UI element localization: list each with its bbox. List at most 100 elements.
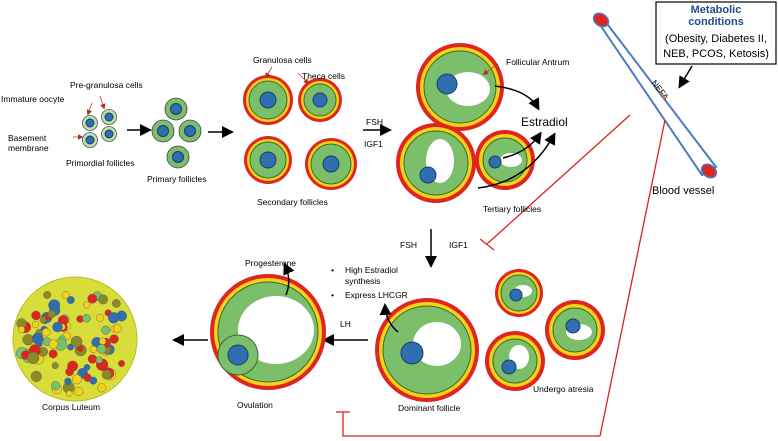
luteal-cell bbox=[52, 321, 63, 333]
granulosa-cells-label: Granulosa cells bbox=[253, 55, 312, 65]
luteal-cell bbox=[31, 332, 44, 345]
high-estradiol-label-2: synthesis bbox=[345, 276, 380, 286]
luteal-cell bbox=[89, 345, 98, 354]
luteal-cell bbox=[97, 383, 107, 393]
luteal-cell bbox=[95, 356, 103, 364]
luteal-cell bbox=[43, 290, 51, 299]
primary-follicles-label: Primary follicles bbox=[147, 174, 207, 184]
corpus-luteum bbox=[12, 276, 138, 402]
released-oocyte bbox=[217, 334, 259, 376]
corpus-luteum-cells bbox=[15, 290, 128, 397]
ovulation-label: Ovulation bbox=[237, 400, 273, 410]
progesterone-arrow bbox=[283, 262, 295, 296]
luteal-cell bbox=[87, 293, 98, 304]
luteal-cell bbox=[30, 370, 42, 382]
luteal-cell bbox=[64, 377, 72, 385]
corpus-luteum-label: Corpus Luteum bbox=[42, 402, 100, 412]
luteal-cell bbox=[108, 312, 120, 324]
luteal-cell bbox=[18, 326, 26, 334]
luteal-cell bbox=[98, 294, 109, 305]
dominant-follicle bbox=[375, 298, 479, 402]
undergo-atresia-label: Undergo atresia bbox=[533, 384, 594, 394]
inhibition-bar-igf1 bbox=[479, 238, 495, 251]
nefa-arrow bbox=[659, 91, 667, 101]
fsh-label-mid: FSH bbox=[400, 240, 417, 250]
luteal-cell bbox=[96, 313, 105, 322]
lhcgr-arrow bbox=[379, 303, 399, 333]
basement-membrane-label-2: membrane bbox=[8, 143, 49, 153]
luteal-cell bbox=[51, 362, 59, 369]
estradiol-arrows bbox=[477, 85, 556, 189]
antrum-pointer-line bbox=[482, 63, 499, 75]
inhibition-line-igf1 bbox=[486, 114, 631, 245]
progesterone-label: Progesterone bbox=[245, 258, 296, 268]
secondary-follicles-label: Secondary follicles bbox=[257, 197, 328, 207]
blood-vessel: NEFA bbox=[592, 12, 718, 179]
igf1-label-mid: IGF1 bbox=[449, 240, 468, 250]
luteal-cell bbox=[98, 337, 107, 345]
luteal-cell bbox=[109, 334, 119, 344]
primary-follicles bbox=[151, 97, 202, 169]
luteal-cell bbox=[83, 301, 91, 309]
primordial-follicles bbox=[82, 109, 117, 148]
luteal-cell bbox=[42, 328, 51, 337]
luteal-cell bbox=[48, 349, 58, 359]
nefa-inhibition-lines bbox=[336, 114, 666, 437]
secondary-pointer-lines bbox=[265, 66, 310, 85]
atretic-follicles bbox=[485, 269, 605, 391]
follicular-antrum-label: Follicular Antrum bbox=[506, 57, 569, 67]
luteal-cell bbox=[96, 344, 107, 354]
luteal-cell bbox=[65, 367, 74, 376]
metabolic-title-line2: conditions bbox=[688, 16, 744, 28]
tertiary-follicles bbox=[396, 43, 535, 203]
basement-membrane-label-1: Basement bbox=[8, 133, 47, 143]
pre-granulosa-label: Pre-granulosa cells bbox=[70, 80, 143, 90]
luteal-cell bbox=[39, 316, 47, 324]
igf1-label-top: IGF1 bbox=[364, 139, 383, 149]
luteal-cell bbox=[27, 351, 40, 365]
luteal-cell bbox=[22, 334, 34, 346]
high-estradiol-label-1: High Estradiol bbox=[345, 265, 398, 275]
bullet-2: • bbox=[331, 290, 334, 300]
luteal-cell bbox=[31, 310, 41, 321]
metabolic-conditions-list-1: (Obesity, Diabetes II, bbox=[665, 33, 767, 45]
luteal-cell bbox=[70, 335, 83, 348]
luteal-cell bbox=[87, 354, 98, 364]
estradiol-label: Estradiol bbox=[521, 115, 568, 129]
fsh-label-top: FSH bbox=[366, 117, 383, 127]
luteal-cell bbox=[89, 376, 98, 385]
luteal-cell bbox=[66, 296, 75, 304]
luteal-cell bbox=[101, 325, 111, 335]
inhibition-line-ovulation bbox=[342, 119, 666, 437]
luteal-cell bbox=[47, 310, 56, 319]
theca-cells-label: Theca cells bbox=[302, 71, 345, 81]
lh-label: LH bbox=[340, 319, 351, 329]
luteal-cell bbox=[83, 364, 91, 371]
luteal-cell bbox=[74, 386, 84, 397]
luteal-cell bbox=[61, 291, 70, 300]
luteal-cell bbox=[112, 299, 121, 308]
metabolic-to-vessel-arrow bbox=[678, 65, 693, 89]
metabolic-conditions-list-2: NEB, PCOS, Ketosis) bbox=[663, 48, 769, 60]
ovulating-follicle bbox=[210, 274, 326, 390]
primordial-follicles-label: Primordial follicles bbox=[66, 158, 135, 168]
dominant-follicle-label: Dominant follicle bbox=[398, 403, 461, 413]
luteal-cell bbox=[31, 320, 40, 329]
primordial-pointer-lines bbox=[73, 95, 106, 140]
luteal-cell bbox=[118, 360, 125, 367]
luteal-cell bbox=[66, 390, 73, 397]
luteal-cell bbox=[82, 314, 91, 323]
metabolic-conditions-box: Metabolic conditions (Obesity, Diabetes … bbox=[655, 1, 777, 65]
bullet-1: • bbox=[331, 265, 334, 275]
luteal-cell bbox=[101, 369, 112, 380]
express-lhcgr-label: Express LHCGR bbox=[345, 290, 408, 300]
luteal-cell bbox=[51, 381, 61, 391]
tertiary-follicles-label: Tertiary follicles bbox=[483, 204, 541, 214]
blood-vessel-label: Blood vessel bbox=[652, 185, 714, 197]
luteal-cell bbox=[72, 374, 82, 385]
metabolic-title-line1: Metabolic bbox=[691, 4, 742, 16]
luteal-cell bbox=[67, 343, 74, 351]
immature-oocyte-label: Immature oocyte bbox=[1, 94, 65, 104]
luteal-cell bbox=[113, 324, 122, 333]
